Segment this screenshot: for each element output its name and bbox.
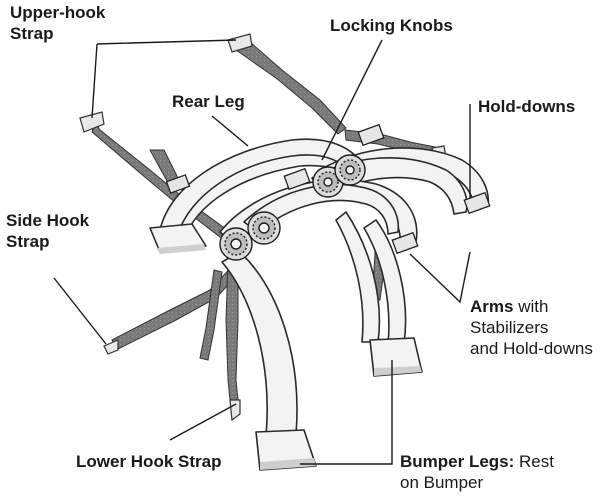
- upper-hook-strap-right: [236, 40, 346, 134]
- cradle-4: [392, 233, 417, 254]
- hub-front-left: [220, 228, 252, 260]
- leader-rear-leg: [212, 116, 248, 146]
- upper-hook-strap-line-1: Upper-hook: [10, 2, 105, 23]
- arms-label-line-3: and Hold-downs: [470, 338, 593, 359]
- arms-label-line-1: with: [513, 297, 548, 316]
- arms-label: Arms with Stabilizers: [470, 296, 548, 338]
- bumper-legs-label-line-1: Rest: [514, 452, 554, 471]
- leader-lower-hook: [170, 404, 236, 440]
- upper-hook-strap-label: Upper-hook Strap: [10, 2, 105, 44]
- lower-hook: [230, 400, 240, 420]
- arms-label-line-2: Stabilizers: [470, 317, 548, 338]
- rear-leg-label: Rear Leg: [172, 91, 245, 112]
- cradle-3: [464, 193, 489, 214]
- lower-strap-2: [200, 270, 222, 360]
- lower-hook-strap-label: Lower Hook Strap: [76, 451, 221, 472]
- bumper-legs-label-line-2: on Bumper: [400, 472, 554, 493]
- side-hook-strap-label: Side Hook Strap: [6, 210, 89, 252]
- side-hook-strap-line-1: Side Hook: [6, 210, 89, 231]
- arms-label-bold: Arms: [470, 297, 513, 316]
- bumper-legs-label-bold: Bumper Legs:: [400, 452, 514, 471]
- locking-knobs-label: Locking Knobs: [330, 15, 453, 36]
- leader-lines: [54, 40, 470, 464]
- side-hook-strap-line-2: Strap: [6, 231, 89, 252]
- hub-front-right: [248, 212, 280, 244]
- hold-downs-label: Hold-downs: [478, 96, 575, 117]
- hub-rear-right: [335, 155, 365, 185]
- leader-side-hook: [54, 278, 106, 344]
- bumper-legs-label: Bumper Legs: Rest on Bumper: [400, 451, 554, 493]
- leader-arms: [410, 252, 470, 302]
- side-hook-strap: [112, 262, 244, 350]
- upper-hook-strap-line-2: Strap: [10, 23, 105, 44]
- side-hook: [104, 340, 118, 354]
